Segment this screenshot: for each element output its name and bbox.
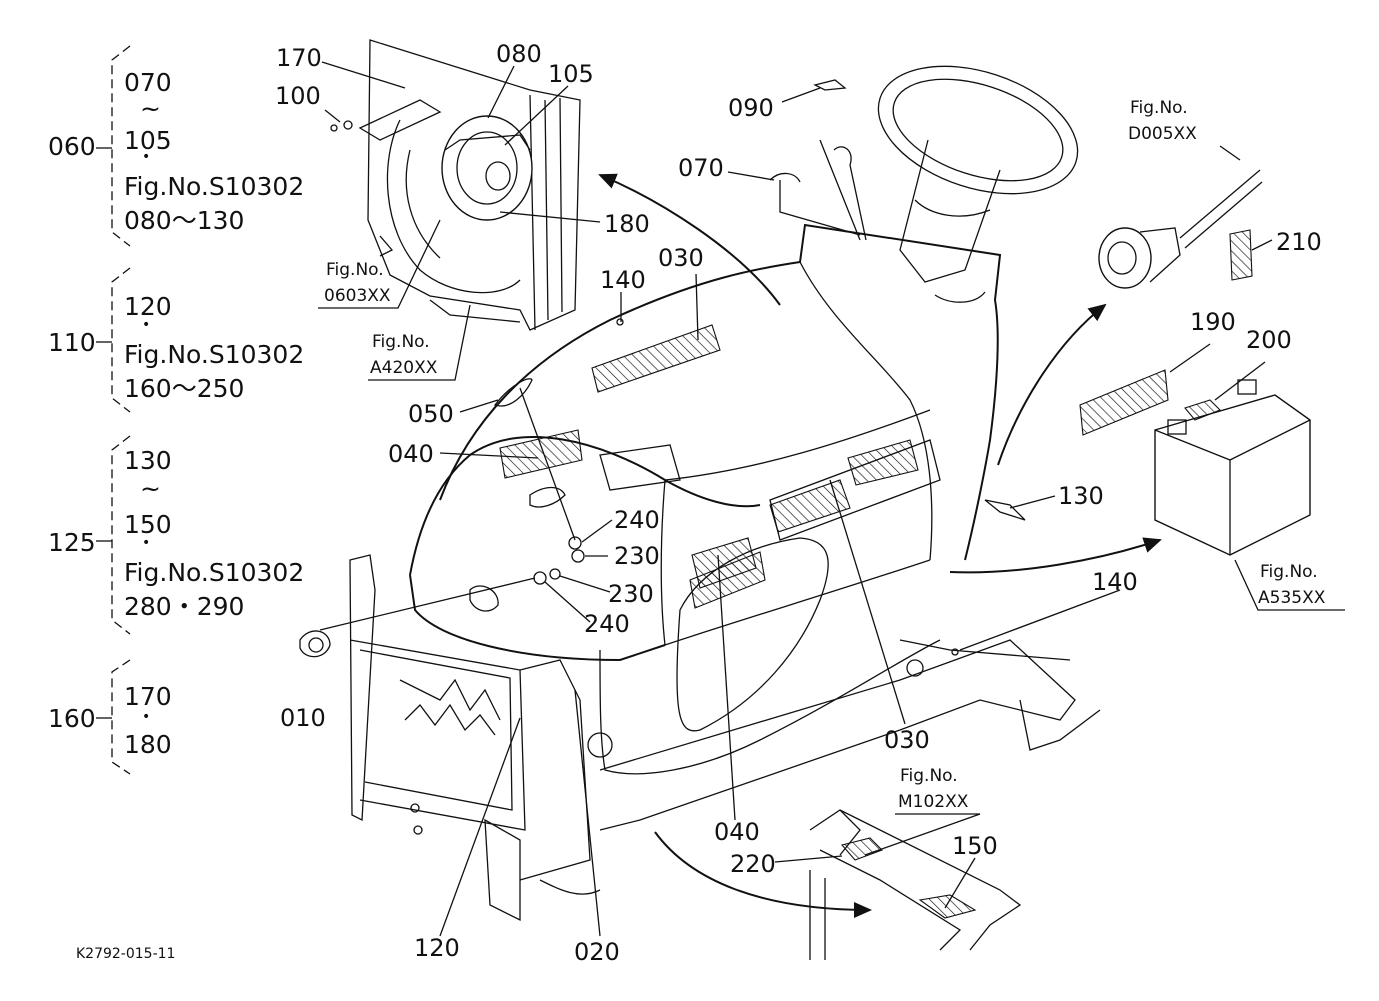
figref-d005xx-prefix: Fig.No. (1130, 98, 1188, 118)
callout-230: 230 (608, 580, 654, 608)
group-060-line: • (142, 149, 151, 165)
frame-rail (809, 809, 1022, 960)
figref-a420xx-number: A420XX (370, 358, 438, 378)
callout-080: 080 (496, 40, 542, 68)
leader-lines (318, 61, 1345, 937)
key-switch (1098, 169, 1263, 289)
callout-020: 020 (574, 938, 620, 966)
group-160-line: • (142, 709, 151, 725)
battery (1079, 369, 1311, 556)
callout-140: 140 (1092, 568, 1138, 596)
steering-assembly (819, 65, 1079, 303)
figref-0603xx-prefix: Fig.No. (326, 260, 384, 280)
group-110-line: • (142, 317, 151, 333)
group-110-line: 120 (124, 292, 172, 321)
group-160-line: 170 (124, 682, 172, 711)
figref-a420xx-prefix: Fig.No. (372, 332, 430, 352)
group-060-line: Fig.No.S10302 (124, 172, 305, 201)
group-060-line: 070 (124, 68, 172, 97)
small-parts (330, 79, 1026, 656)
callout-050: 050 (408, 400, 454, 428)
callout-180: 180 (604, 210, 650, 238)
group-125-line: 280・290 (124, 592, 245, 621)
figref-0603xx-number: 0603XX (324, 286, 391, 306)
drawing-id: K2792-015-11 (76, 946, 176, 962)
callout-040: 040 (714, 818, 760, 846)
group-125-line: 130 (124, 446, 172, 475)
figref-d005xx-number: D005XX (1128, 124, 1197, 144)
figref-m102xx-prefix: Fig.No. (900, 766, 958, 786)
group-ref-060: 060 (48, 132, 96, 161)
callout-220: 220 (730, 850, 776, 878)
group-110-line: Fig.No.S10302 (124, 340, 305, 369)
fan-shroud-assembly (343, 39, 581, 331)
callout-170: 170 (276, 44, 322, 72)
movement-arrows (598, 173, 1162, 918)
group-060-line: ~ (140, 94, 161, 123)
callout-010: 010 (280, 704, 326, 732)
callout-100: 100 (275, 82, 321, 110)
group-ref-160: 160 (48, 704, 96, 733)
figref-a535xx-prefix: Fig.No. (1260, 562, 1318, 582)
group-125-line: Fig.No.S10302 (124, 558, 305, 587)
callout-120: 120 (414, 934, 460, 962)
callout-040: 040 (388, 440, 434, 468)
callout-105: 105 (548, 60, 594, 88)
callout-230: 230 (614, 542, 660, 570)
callout-150: 150 (952, 832, 998, 860)
group-brackets (96, 45, 131, 775)
group-110-line: 160～250 (124, 374, 245, 403)
group-160-line: 180 (124, 730, 172, 759)
group-ref-110: 110 (48, 328, 96, 357)
callout-190: 190 (1190, 308, 1236, 336)
callout-240: 240 (584, 610, 630, 638)
group-060-line: 105 (124, 126, 172, 155)
callout-070: 070 (678, 154, 724, 182)
callout-090: 090 (728, 94, 774, 122)
group-125-line: ~ (140, 474, 161, 503)
group-ref-125: 125 (48, 528, 96, 557)
group-125-line: 150 (124, 510, 172, 539)
figref-m102xx-number: M102XX (898, 792, 969, 812)
group-125-line: • (142, 535, 151, 551)
callout-140: 140 (600, 266, 646, 294)
callout-210: 210 (1276, 228, 1322, 256)
group-060-line: 080～130 (124, 206, 245, 235)
callout-200: 200 (1246, 326, 1292, 354)
callout-030: 030 (884, 726, 930, 754)
callout-030: 030 (658, 244, 704, 272)
callout-240: 240 (614, 506, 660, 534)
hood-body (409, 223, 1002, 775)
front-grille-frame (299, 554, 1101, 922)
callout-130: 130 (1058, 482, 1104, 510)
figref-a535xx-number: A535XX (1258, 588, 1326, 608)
